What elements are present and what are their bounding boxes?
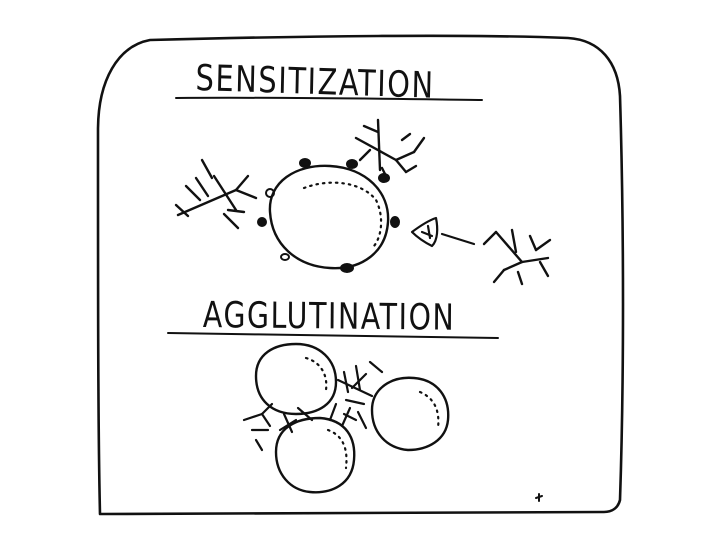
antibody-right: [482, 228, 552, 286]
attached-antibodies: [257, 158, 400, 273]
title-underline-top: [175, 96, 483, 101]
corner-mark: [535, 493, 543, 502]
section-title-sensitization: SENSITIZATION: [195, 58, 436, 107]
antibody-left: [174, 158, 258, 230]
binding-arrow: [410, 216, 476, 248]
frame-border: [96, 34, 625, 516]
red-blood-cell-bottom: [274, 416, 356, 494]
cross-linking-antibodies: [242, 360, 384, 452]
red-blood-cell-top-left: [254, 342, 338, 416]
section-title-agglutination: AGGLUTINATION: [202, 295, 456, 339]
title-underline-bottom: [167, 332, 499, 339]
red-blood-cell-large: [268, 164, 390, 270]
antibody-top-right: [354, 118, 426, 182]
red-blood-cell-right: [370, 376, 450, 452]
